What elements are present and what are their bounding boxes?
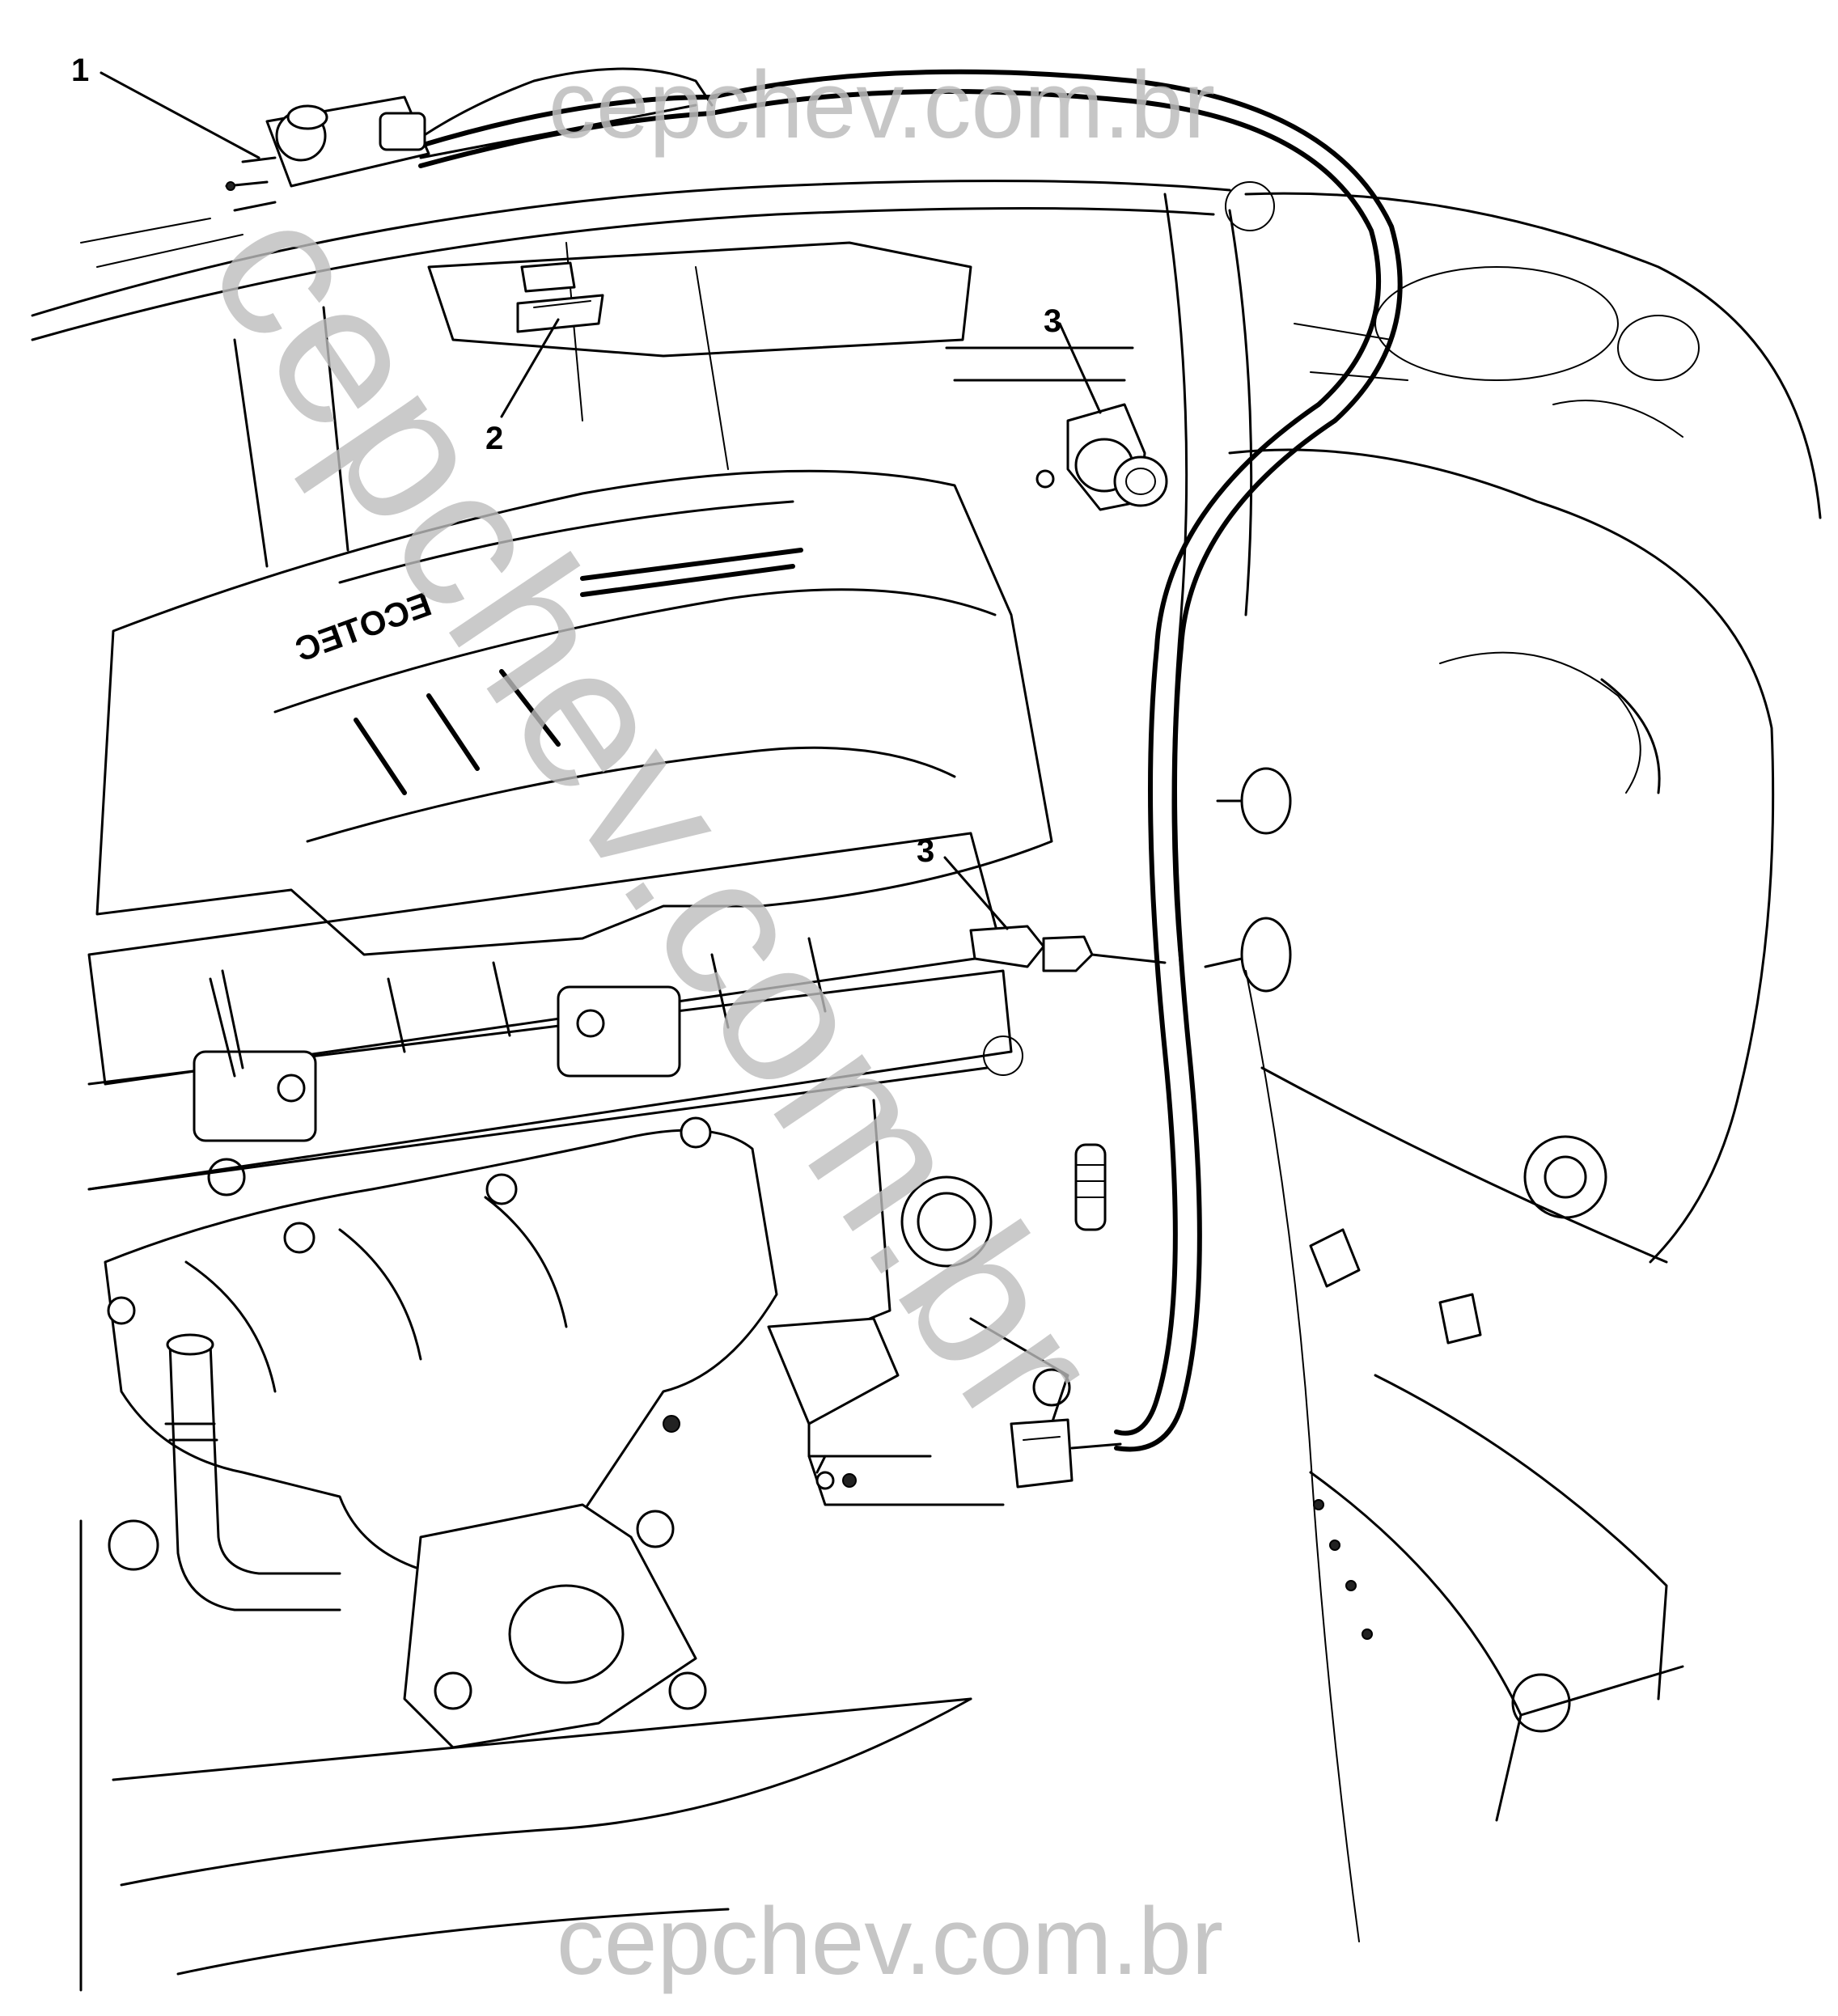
watermark-top: cepchev.com.br xyxy=(548,52,1215,159)
callout-2: 2 xyxy=(485,421,503,456)
callout-labels: 1 2 3 3 xyxy=(71,53,1061,869)
coolant-pipe xyxy=(108,1333,341,1612)
leader-line-2 xyxy=(500,318,560,418)
strut-tower xyxy=(1228,192,1822,1942)
heater-element-connector xyxy=(1010,1418,1122,1489)
firewall-structure xyxy=(31,180,1408,972)
harness-clip-3-lower xyxy=(969,925,1167,972)
leader-line-3b xyxy=(943,856,1009,930)
engine-block-lower xyxy=(79,1099,1071,1992)
callout-3b: 3 xyxy=(917,833,934,869)
watermark-bottom: cepchev.com.br xyxy=(557,1888,1223,1995)
callout-1: 1 xyxy=(71,53,89,88)
watermarks: cepchev.com.br cepchev.com.br cepchev.co… xyxy=(167,52,1223,1995)
leader-line-3a xyxy=(1058,322,1102,414)
coolant-heater-plug xyxy=(225,95,430,212)
valve-cover-and-rail xyxy=(87,832,1023,1196)
exhaust-manifold xyxy=(104,1116,778,1749)
sensor-harness xyxy=(418,67,1403,1452)
harness-clip-2 xyxy=(516,261,604,333)
leader-line-1 xyxy=(100,71,260,159)
harness-clip-3-upper xyxy=(1035,403,1168,511)
leader-lines xyxy=(100,71,1102,930)
firewall-studs xyxy=(1074,767,1482,1345)
callout-3a: 3 xyxy=(1044,303,1061,339)
engine-cover: ECOTEC xyxy=(95,469,1053,956)
